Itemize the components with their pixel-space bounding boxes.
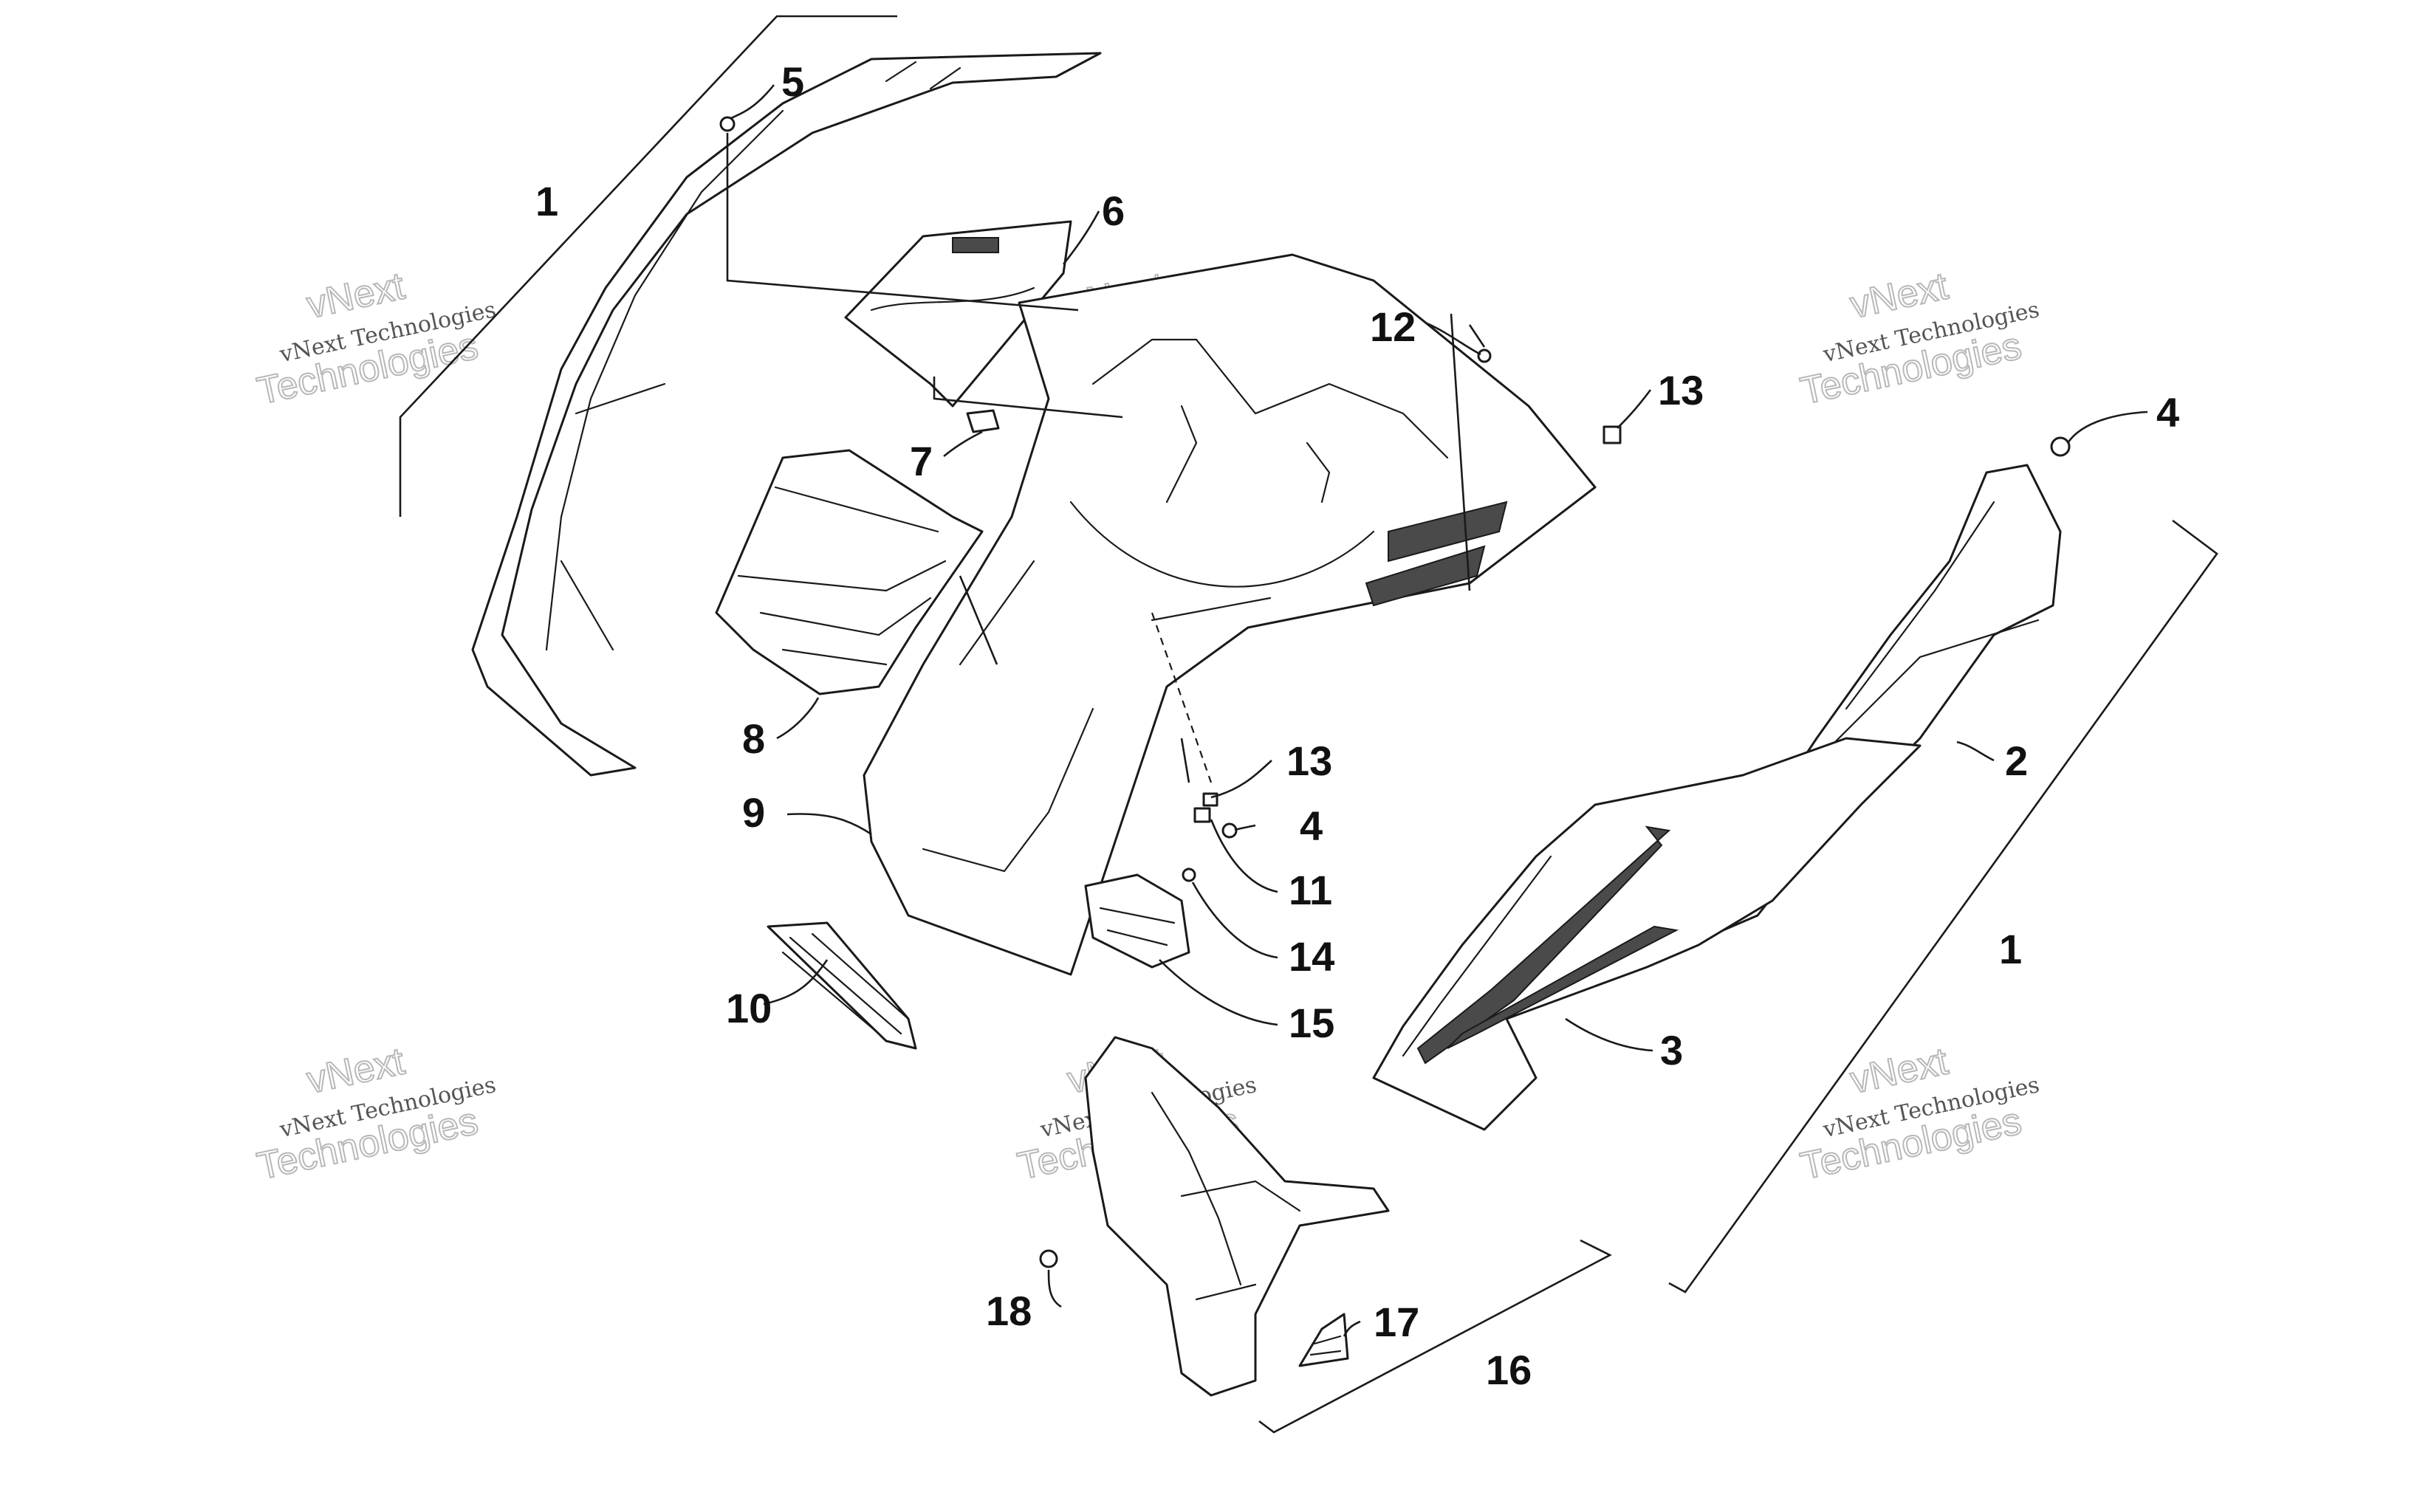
part-left-side-panel — [471, 52, 1102, 777]
callout-13-center: 13 — [1286, 738, 1332, 784]
callout-16: 16 — [1486, 1347, 1532, 1393]
callout-4-center: 4 — [1300, 803, 1323, 849]
callout-5: 5 — [781, 58, 804, 105]
leader-lines — [730, 84, 2148, 1337]
assembly-line-6 — [933, 377, 1123, 419]
fastener-screw-4-right — [2050, 436, 2071, 457]
part-intake-grille — [715, 449, 984, 695]
part-latch-assembly — [1084, 867, 1196, 969]
watermark-bottom-right: vNext vNext Technologies Technologies — [1796, 1039, 2041, 1189]
callout-6: 6 — [1102, 188, 1125, 234]
callout-7: 7 — [910, 438, 933, 484]
callout-1-left: 1 — [535, 178, 558, 224]
part-main-hood — [863, 253, 1597, 976]
part-mesh-screen — [767, 921, 917, 1050]
bracket-right-panel — [1668, 519, 2218, 1293]
callout-17: 17 — [1374, 1299, 1419, 1345]
bracket-left-panel — [399, 15, 897, 517]
callout-3: 3 — [1660, 1027, 1683, 1073]
assembly-line-lower — [959, 575, 1190, 783]
callout-13-right: 13 — [1658, 367, 1704, 413]
bracket-belly-pan — [1258, 1239, 1612, 1434]
fastener-clip-11 — [1193, 807, 1211, 823]
callout-8: 8 — [742, 715, 765, 762]
part-top-decal-panel — [844, 220, 1072, 408]
watermark-bottom-left: vNext vNext Technologies Technologies — [253, 1039, 498, 1189]
part-belly-pan — [1084, 1036, 1390, 1397]
part-small-mesh — [1298, 1313, 1349, 1367]
callout-9: 9 — [742, 789, 765, 836]
watermark-top-left: vNext vNext Technologies Technologies — [253, 264, 498, 413]
assembly-line-5 — [726, 133, 1079, 312]
callout-2: 2 — [2005, 738, 2028, 784]
fastener-screw-5 — [719, 116, 736, 132]
watermark-top-right: vNext vNext Technologies Technologies — [1796, 264, 2041, 413]
assembly-line-12 — [1450, 313, 1486, 591]
fastener-screw-4-center — [1221, 822, 1238, 839]
part-lower-right-panel — [1372, 737, 1922, 1131]
assembly-line-center — [1151, 612, 1213, 783]
callout-12: 12 — [1370, 303, 1416, 350]
fastener-rivet-12 — [1477, 348, 1492, 363]
callout-15: 15 — [1289, 1000, 1334, 1046]
callout-4-right: 4 — [2156, 389, 2179, 436]
fastener-screw-18 — [1039, 1249, 1058, 1268]
callout-14: 14 — [1289, 933, 1334, 980]
part-small-clip — [966, 409, 1000, 433]
callout-1-right: 1 — [1999, 926, 2022, 972]
callout-11: 11 — [1289, 867, 1332, 913]
fastener-clip-13-right — [1603, 425, 1622, 444]
callout-18: 18 — [986, 1288, 1032, 1334]
callout-10: 10 — [726, 985, 772, 1031]
